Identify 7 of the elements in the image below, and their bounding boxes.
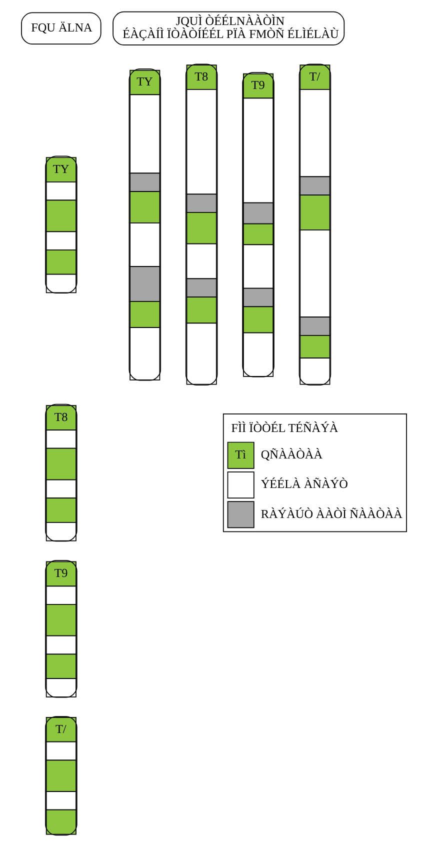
node-box: FQU ÄLNA [20, 12, 101, 45]
label: FÌÌ ÏÒÒÉL TÉÑÀÝÀ [230, 420, 338, 435]
node-box: JQUÌ ÒÉÉLNÀÀÒÌN ÉÀÇÀÍÌ ÏÒÀÒÍÉÉL PÏÀ FMÒÑ ÉLÌÉLÀÙ [112, 11, 344, 46]
label: Tì [234, 448, 246, 462]
legend-label: ÝÉÉLÀ ÀÑÀÝÒ [260, 477, 348, 492]
legend-label: QÑÀÀÒÀÀ [260, 448, 322, 462]
legend-label: RÀÝÀÚÒ ÀÀÒÌ ÑÀÀÒÀÀ [260, 506, 402, 521]
